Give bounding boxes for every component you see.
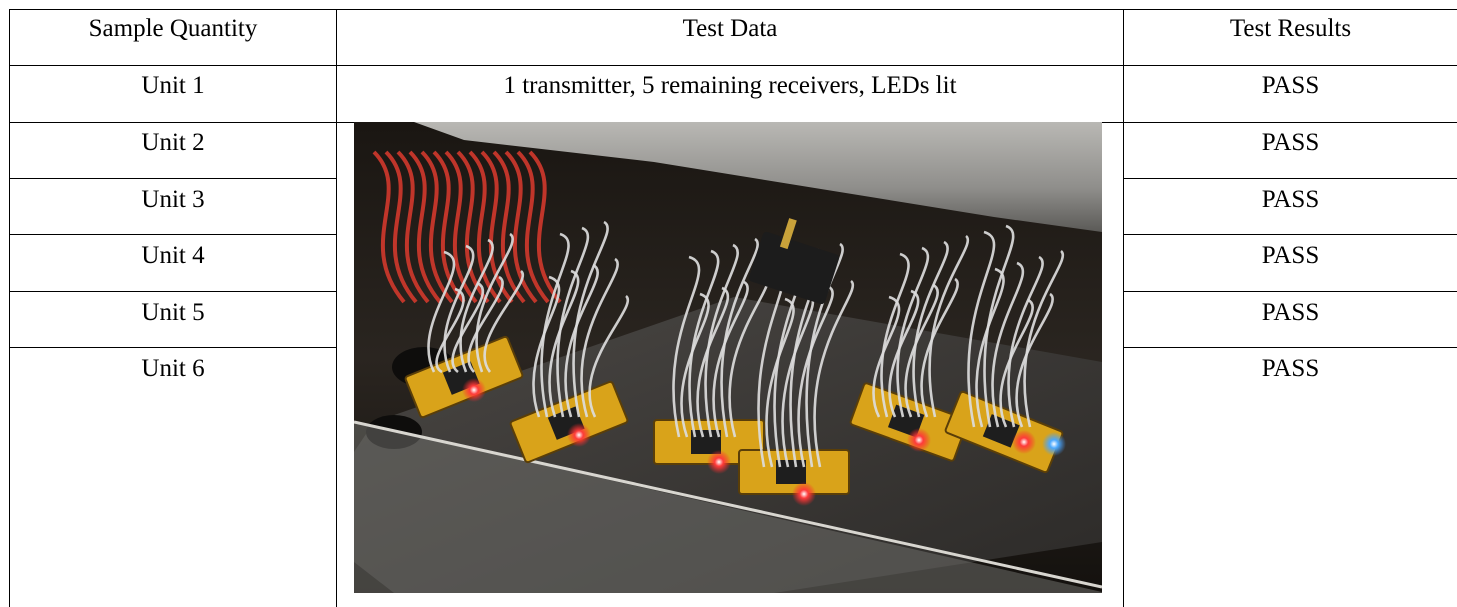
header-test-results: Test Results [1229,15,1352,42]
row-1-result: PASS [1261,72,1320,99]
white-wire [696,286,730,438]
white-wire [888,289,920,418]
white-wire [704,243,739,438]
pcb-chip [982,414,1020,448]
white-wire [999,298,1034,428]
white-wire [459,238,494,373]
column-divider-2 [1123,9,1124,607]
red-wire [528,150,562,304]
red-wire [480,150,514,304]
red-wire [468,150,502,304]
row-6-sample: Unit 6 [141,355,205,382]
blue-led [1042,432,1066,456]
white-wire [712,280,749,438]
white-wire [572,220,609,418]
white-wire [880,252,910,418]
red-wire-bundle [372,150,562,304]
row-6-result: PASS [1261,355,1320,382]
front-rail-edge [354,420,1102,589]
row-divider-2-right [1123,178,1457,179]
row-3-result: PASS [1261,186,1320,213]
red-led [792,482,816,506]
white-wire [983,224,1015,428]
row-2-sample: Unit 2 [141,129,205,156]
row-divider-5-right [1123,347,1457,348]
pcb-chip [776,460,806,484]
white-wire [435,287,465,374]
white-wire-bundle [427,220,1065,468]
white-wire [991,261,1025,428]
red-wire [384,150,418,304]
white-wire [467,275,504,373]
white-wire [483,269,525,373]
row-divider-5-left [9,347,336,348]
red-wire [372,150,406,304]
white-wire [588,294,630,418]
row-5-result: PASS [1261,299,1320,326]
red-wire [516,150,550,304]
column-divider-1 [336,9,337,607]
white-wire [797,285,834,468]
white-wire [672,255,701,438]
white-wire [427,250,456,373]
status-leds [462,378,1066,506]
row-1-test-data: 1 transmitter, 5 remaining receivers, LE… [503,72,957,99]
header-sample-quantity: Sample Quantity [88,15,258,42]
red-led [1012,430,1036,454]
white-wire [1023,249,1065,428]
white-wire [540,232,570,418]
row-5-sample: Unit 5 [141,299,205,326]
overhead-shelf [414,122,1102,232]
header-divider [9,65,1457,66]
row-4-result: PASS [1261,242,1320,269]
row-2-result: PASS [1261,129,1320,156]
red-wire [492,150,526,304]
white-wire [580,257,619,418]
white-wire [720,237,759,438]
red-wire [444,150,478,304]
red-wire [396,150,430,304]
row-divider-3-right [1123,234,1457,235]
white-wire [548,269,580,418]
pcb-chip [691,430,721,454]
test-setup-illustration [354,122,1102,593]
red-led [462,378,486,402]
white-wire [564,263,599,418]
transmitter-module [748,231,840,305]
white-wire [928,234,970,418]
white-wire [1015,292,1054,428]
white-wire [451,281,485,374]
row-3-sample: Unit 3 [141,186,205,213]
table-border-top [9,9,1457,10]
red-led [567,423,591,447]
red-led [707,450,731,474]
white-wire [904,283,939,418]
test-setup-photo [354,122,1102,593]
red-wire [456,150,490,304]
row-divider-4-right [1123,291,1457,292]
row-1-sample: Unit 1 [141,72,205,99]
white-wire [920,277,959,418]
white-wire [443,244,475,373]
row-divider-2-left [9,178,336,179]
row-4-sample: Unit 4 [141,242,205,269]
table-border-left [9,9,10,607]
red-wire [408,150,442,304]
red-wire [420,150,454,304]
white-wire [556,226,590,418]
header-test-data: Test Data [682,15,778,42]
white-wire [813,279,854,468]
white-wire [896,246,930,418]
white-wire [475,232,514,373]
white-wire [688,249,720,438]
white-wire [912,240,949,418]
red-led [907,428,931,452]
row-divider-4-left [9,291,336,292]
white-wire [1007,255,1044,428]
white-wire [967,230,996,428]
transmitter-antenna [779,218,797,250]
row-divider-3-left [9,234,336,235]
